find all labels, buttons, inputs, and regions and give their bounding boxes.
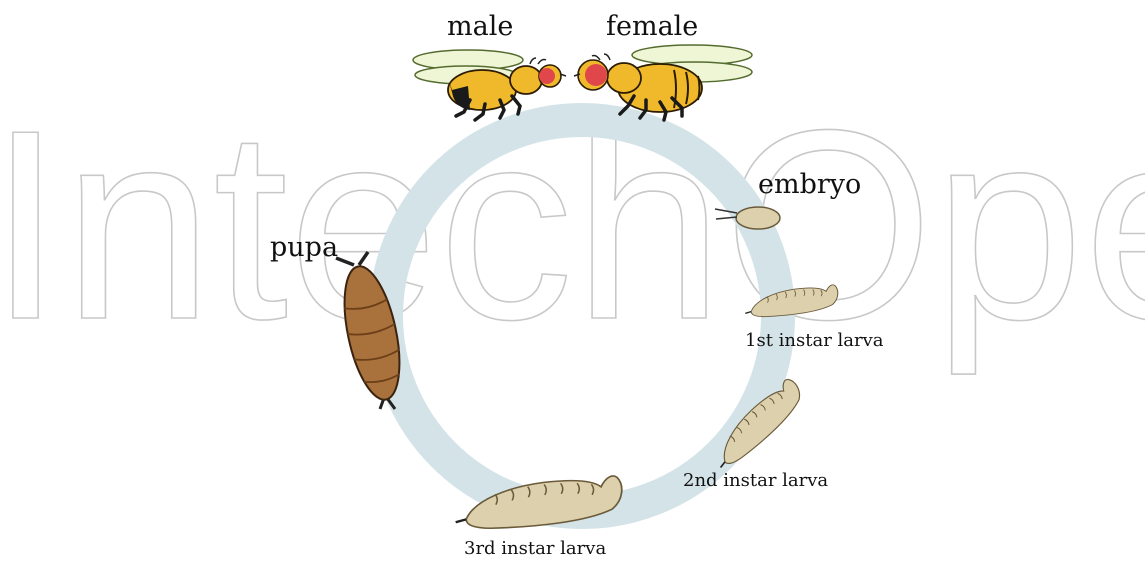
label-female: female [606,13,698,40]
label-1st-instar-larva: 1st instar larva [745,332,884,350]
label-3rd-instar-larva: 3rd instar larva [464,540,606,558]
label-embryo: embryo [758,171,861,198]
label-2nd-instar-larva: 2nd instar larva [683,472,828,490]
label-pupa: pupa [270,234,338,261]
label-male: male [447,13,513,40]
